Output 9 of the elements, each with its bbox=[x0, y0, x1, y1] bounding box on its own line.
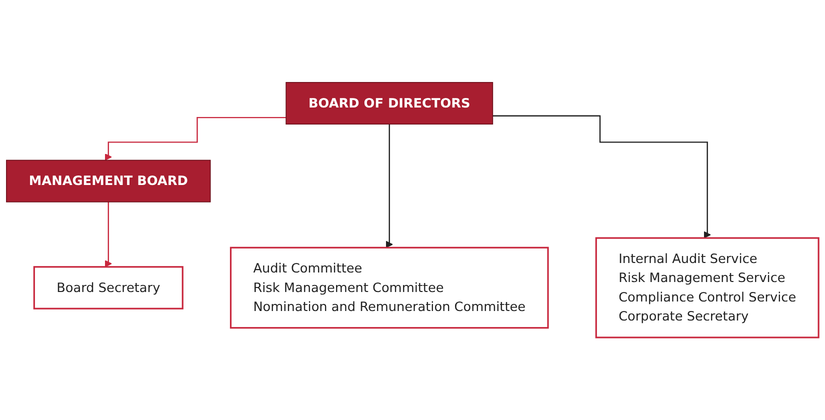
node-box: BOARD OF DIRECTORS bbox=[286, 82, 494, 125]
arrow bbox=[492, 115, 711, 238]
node-box: MANAGEMENT BOARD bbox=[6, 160, 211, 202]
node-box: Audit Committee Risk Management Committee Nomination and Remuneration Committee bbox=[230, 246, 549, 329]
node-box: Internal Audit Service Risk Management Service Compliance Control Service Corporate Secretary bbox=[595, 237, 820, 338]
arrow bbox=[104, 117, 286, 161]
arrow bbox=[104, 201, 112, 268]
arrow bbox=[386, 124, 393, 248]
node-box: Board Secretary bbox=[33, 266, 184, 310]
